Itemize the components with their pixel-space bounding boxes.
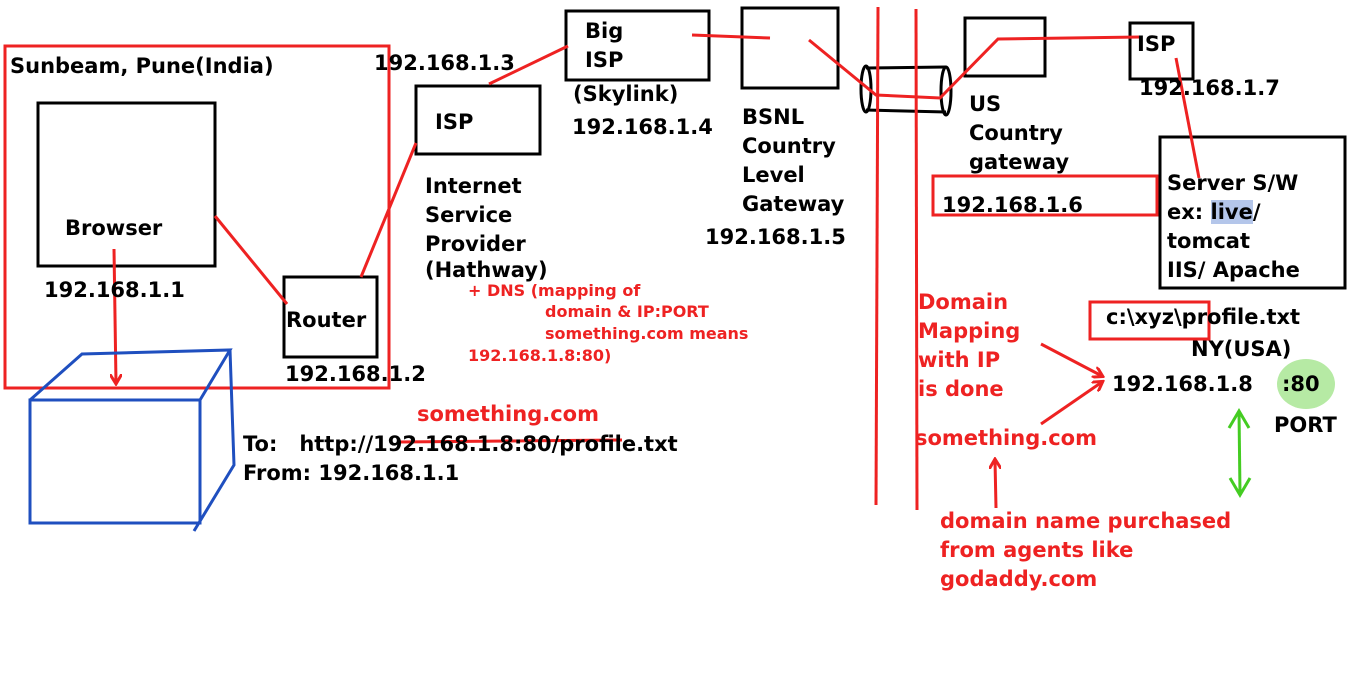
server-path-box — [1088, 300, 1211, 341]
network-links — [213, 33, 1201, 444]
link-bigisp-bsnl — [691, 33, 771, 40]
domain-name: something.com — [915, 426, 1097, 450]
client-site-boundary — [3, 44, 391, 390]
strike-ip — [397, 438, 623, 444]
arrow-mapping-to-ip — [1040, 342, 1102, 376]
us-gateway-label-3: gateway — [969, 150, 1070, 174]
client-site-label: Sunbeam, Pune(India) — [10, 54, 274, 78]
server-location: NY(USA) — [1191, 337, 1292, 361]
isp-local-box — [414, 84, 542, 156]
us-gateway-box — [963, 16, 1047, 78]
arrow-browser-to-computer — [114, 248, 116, 383]
server-box — [1158, 135, 1347, 290]
ocean-divider-right — [914, 8, 919, 511]
isp-remote-box — [1128, 21, 1195, 81]
server-path: c:\xyz\profile.txt — [1106, 305, 1301, 329]
link-router-isp — [359, 142, 418, 278]
browser-ip: 192.168.1.1 — [44, 278, 185, 302]
link-isp-server — [1174, 57, 1201, 179]
bsnl-ip: 192.168.1.5 — [705, 225, 846, 249]
arrow-domain-to-ip — [1040, 382, 1102, 426]
us-gateway-ip: 192.168.1.6 — [942, 193, 1083, 217]
link-isp-bigisp — [488, 44, 569, 86]
big-isp-label-2: ISP — [585, 48, 624, 72]
isp-local-ip: 192.168.1.3 — [374, 51, 515, 75]
us-gateway-label-2: Country — [969, 121, 1063, 145]
bsnl-gateway-box — [740, 6, 840, 90]
dns-note-2: domain & IP:PORT — [545, 302, 709, 321]
router-label: Router — [286, 308, 367, 332]
isp-local-desc-3: Provider — [425, 232, 526, 256]
server-line-2: ex: live/ — [1167, 200, 1261, 224]
big-isp-label-1: Big — [585, 19, 624, 43]
server-line-4: IIS/ Apache — [1167, 258, 1300, 282]
domain-mapping-1: Domain — [918, 290, 1009, 314]
dns-note-1: + DNS (mapping of — [468, 281, 641, 300]
server-ip: 192.168.1.8 — [1112, 372, 1253, 396]
request-to: To: http://192.168.1.8:80/profile.txt — [243, 432, 678, 456]
us-gateway-label-1: US — [969, 92, 1002, 116]
bsnl-label-3: Level — [742, 163, 805, 187]
bsnl-label-1: BSNL — [742, 105, 805, 129]
ocean-divider-left — [874, 6, 880, 506]
router-box — [282, 275, 379, 359]
browser-box — [36, 101, 217, 268]
purchase-note-2: from agents like — [940, 538, 1134, 562]
server-port-value: :80 — [1282, 372, 1320, 396]
big-isp-ip: 192.168.1.4 — [572, 115, 713, 139]
bsnl-label-4: Gateway — [742, 192, 845, 216]
arrows — [114, 248, 1102, 509]
isp-local-desc-2: Service — [425, 203, 513, 227]
us-gateway-ip-box — [931, 174, 1159, 217]
isp-local-desc-4: (Hathway) — [425, 258, 548, 282]
browser-label: Browser — [65, 216, 163, 240]
dns-note-4: 192.168.1.8:80) — [468, 346, 612, 365]
router-ip: 192.168.1.2 — [285, 362, 426, 386]
dns-note-3: something.com means — [545, 324, 749, 343]
purchase-note-3: godaddy.com — [940, 567, 1098, 591]
server-port-label: PORT — [1274, 413, 1337, 437]
request-from: From: 192.168.1.1 — [243, 461, 460, 485]
isp-remote-label: ISP — [1137, 32, 1176, 56]
arrow-purchase-to-domain — [995, 460, 996, 509]
bsnl-label-2: Country — [742, 134, 836, 158]
purchase-note-1: domain name purchased — [940, 509, 1232, 533]
domain-mapping-3: with IP — [918, 348, 1001, 372]
server-line-1: Server S/W — [1167, 171, 1299, 195]
domain-mapping-4: is done — [918, 377, 1004, 401]
computer-cube-icon — [28, 348, 236, 532]
link-bsnl-us — [808, 35, 1141, 100]
isp-remote-ip: 192.168.1.7 — [1139, 76, 1280, 100]
big-isp-name: (Skylink) — [573, 82, 679, 106]
isp-local-label: ISP — [435, 110, 474, 134]
request-domain: something.com — [417, 402, 599, 426]
isp-local-desc-1: Internet — [425, 174, 522, 198]
port-highlight — [1277, 359, 1335, 409]
domain-mapping-2: Mapping — [918, 319, 1021, 343]
port-double-arrow — [1227, 408, 1252, 498]
server-line-3: tomcat — [1167, 229, 1251, 253]
sea-cable-icon — [859, 64, 953, 117]
server-highlight: live — [1210, 200, 1253, 224]
link-browser-router — [213, 215, 289, 305]
